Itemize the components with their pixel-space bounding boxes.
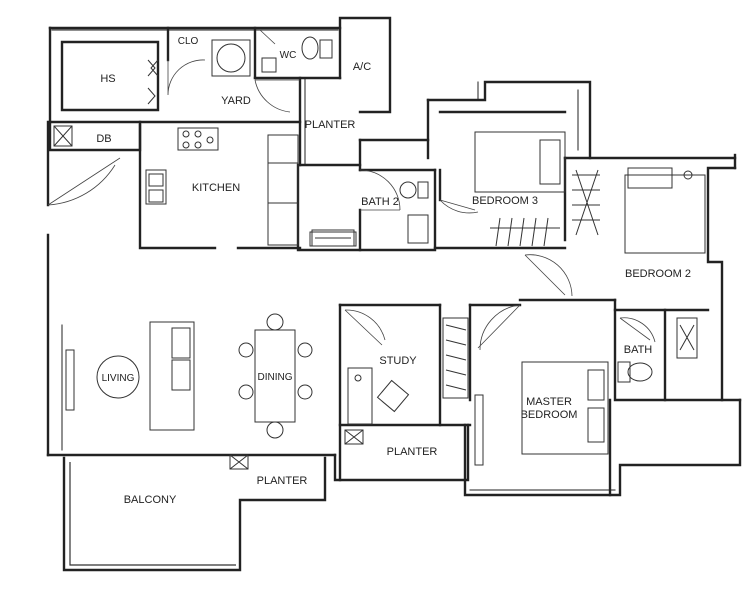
label-planter-top: PLANTER <box>305 119 356 131</box>
label-dining: DINING <box>258 372 293 383</box>
room-labels: HS CLO WC A/C YARD PLANTER DB KITCHEN BA… <box>96 36 691 506</box>
label-bedroom2: BEDROOM 2 <box>625 268 691 280</box>
label-master-line1: MASTER <box>526 396 572 408</box>
label-ac: A/C <box>353 61 371 73</box>
label-bedroom3: BEDROOM 3 <box>472 195 538 207</box>
fixtures <box>65 36 706 470</box>
label-study: STUDY <box>379 355 417 367</box>
outer-walls <box>46 16 742 572</box>
label-bath2: BATH 2 <box>361 196 399 208</box>
label-master-line2: BEDROOM <box>521 409 578 421</box>
label-living: LIVING <box>102 373 135 384</box>
doors <box>47 29 656 351</box>
interior-walls <box>48 26 724 497</box>
label-yard: YARD <box>221 95 251 107</box>
label-kitchen: KITCHEN <box>192 182 240 194</box>
label-planter-mid: PLANTER <box>387 446 438 458</box>
label-balcony: BALCONY <box>124 494 177 506</box>
label-hs: HS <box>100 73 115 85</box>
label-clo: CLO <box>178 36 199 47</box>
label-bath-master: BATH <box>624 344 653 356</box>
living-circle <box>96 355 140 399</box>
label-db: DB <box>96 133 111 145</box>
label-wc: WC <box>280 50 297 61</box>
label-planter-bottom: PLANTER <box>257 475 308 487</box>
